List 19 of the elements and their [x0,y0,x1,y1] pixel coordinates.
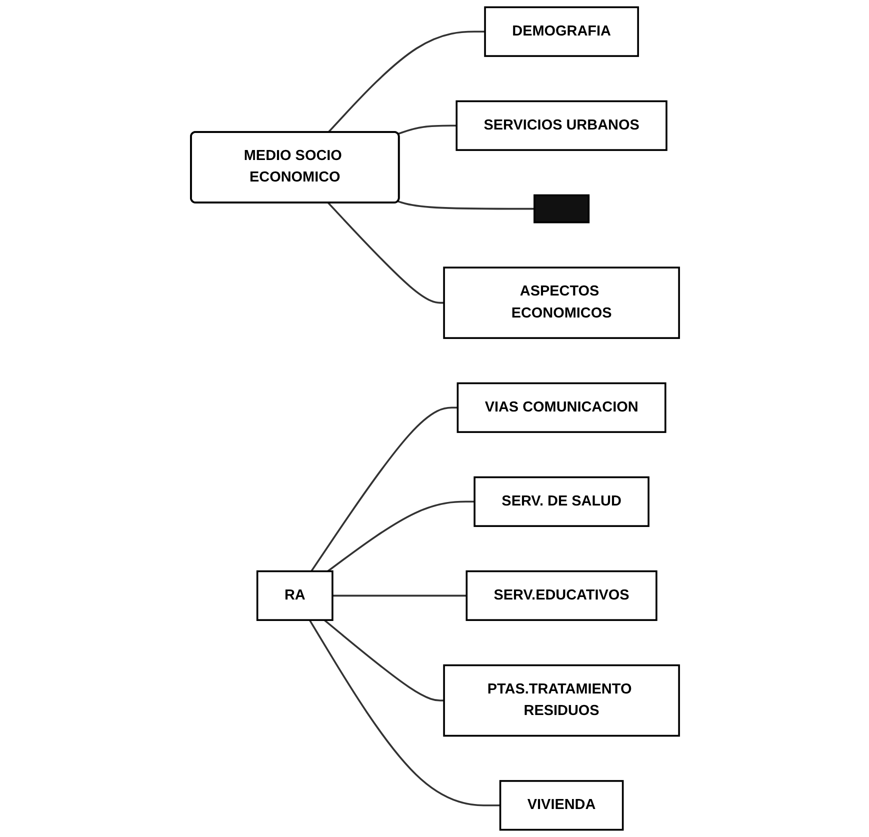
node-box: RA [256,570,333,621]
node-box: ASPECTOS ECONOMICOS [442,266,680,339]
node-box: PTAS.TRATAMIENTO RESIDUOS [442,664,680,737]
connector [327,202,444,304]
node-box [533,194,590,224]
connector [323,619,444,702]
connector [327,30,485,134]
connector [397,200,534,210]
node-box: VIAS COMUNICACION [456,382,666,433]
node-box: SERVICIOS URBANOS [455,100,667,151]
node-box: VIVIENDA [498,780,624,831]
node-box: SERV. DE SALUD [473,476,649,527]
connector [332,594,466,597]
node-box: DEMOGRAFIA [484,6,638,57]
connector [397,124,456,135]
connector [326,500,474,572]
connector [308,620,500,806]
node-box: SERV.EDUCATIVOS [465,570,657,621]
connector [310,406,458,572]
